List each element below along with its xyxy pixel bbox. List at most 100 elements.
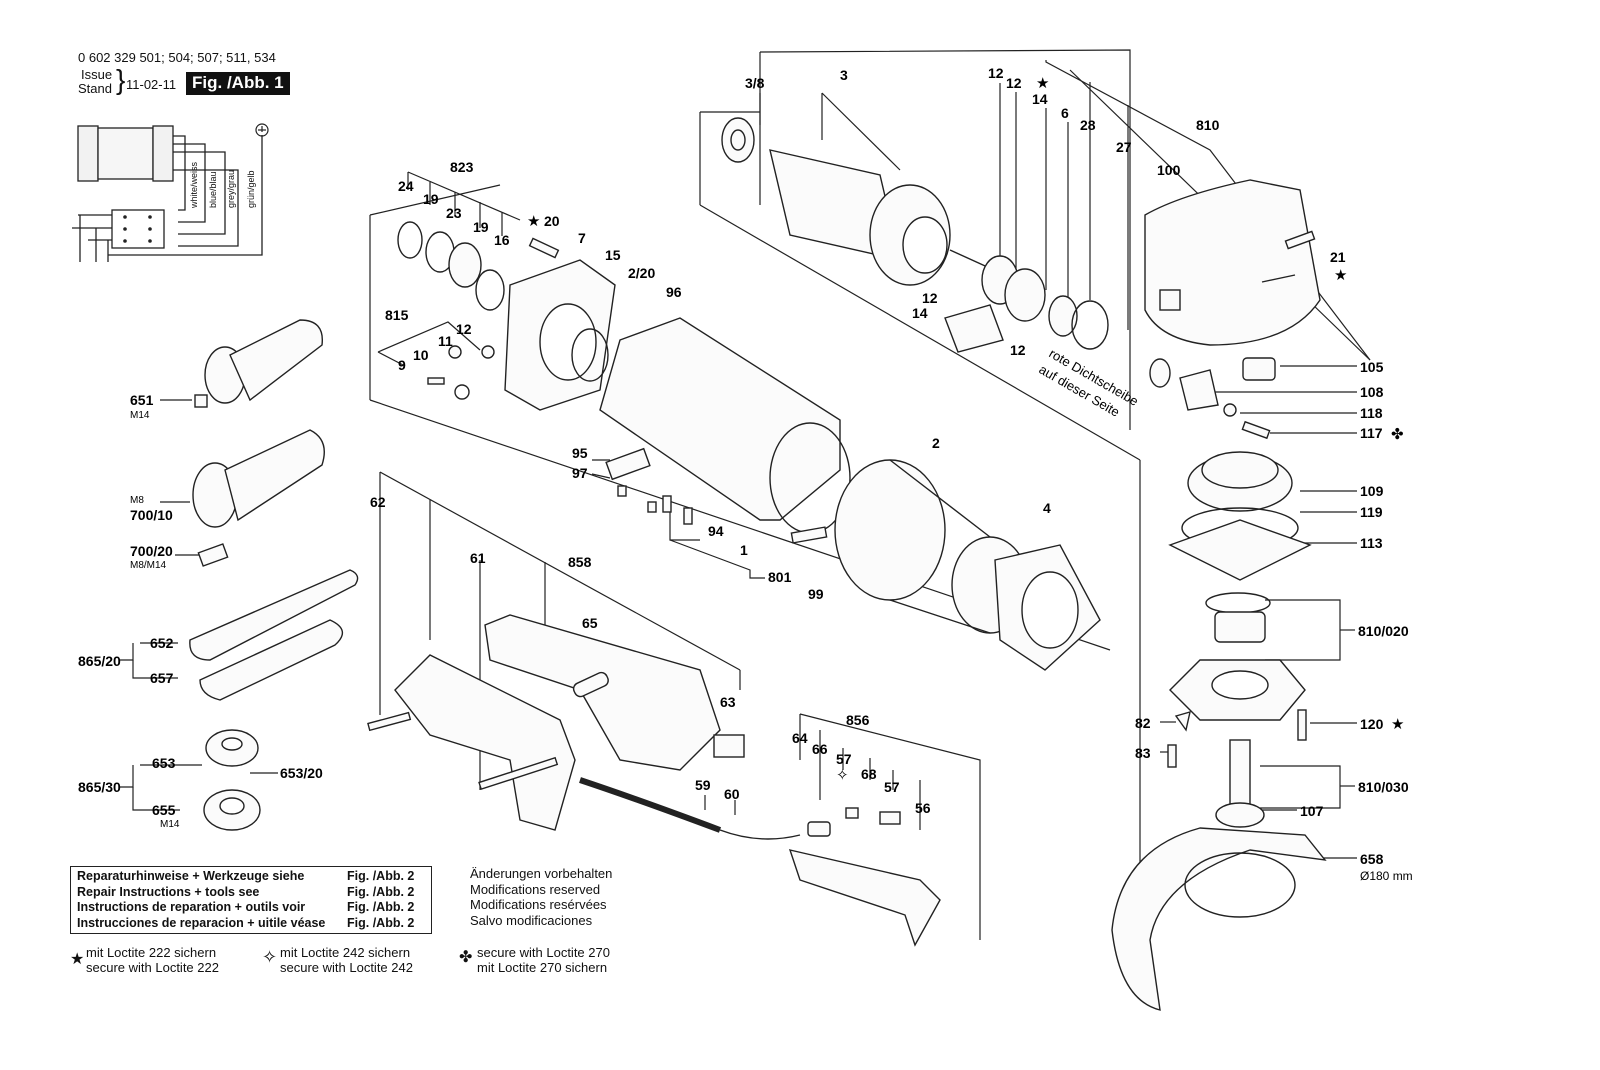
part-96: 96 <box>666 284 682 300</box>
part-1: 1 <box>740 542 748 558</box>
part-21: 21 <box>1330 249 1346 265</box>
part-57: 57 <box>836 751 852 767</box>
part-62: 62 <box>370 494 386 510</box>
wire-label-blue: blue/blau <box>208 171 218 208</box>
part-labels: 3/8 3 12 12 14 6 28 27 810 100 21 823 24… <box>78 65 1409 867</box>
part-113: 113 <box>1360 535 1383 551</box>
part-117: 117 <box>1360 425 1383 441</box>
leader-lines <box>120 49 1371 940</box>
part-12: 12 <box>988 65 1004 81</box>
part-16: 16 <box>494 232 510 248</box>
loctite-markers: ★ ★ ★ ★ ✤ ✧ <box>527 75 1404 784</box>
part-19: 19 <box>423 191 439 207</box>
part-19: 19 <box>473 219 489 235</box>
part-12: 12 <box>1010 342 1026 358</box>
part-11: 11 <box>438 333 453 349</box>
part-658: 658 <box>1360 851 1384 867</box>
part-118: 118 <box>1360 405 1383 421</box>
part-653: 653 <box>152 755 176 771</box>
part-10: 10 <box>413 347 429 363</box>
part-107: 107 <box>1300 803 1324 819</box>
star-icon: ★ <box>1036 75 1049 92</box>
part-14: 14 <box>912 305 928 321</box>
part-95: 95 <box>572 445 588 461</box>
part-3: 3 <box>840 67 848 83</box>
legend-line: mit Loctite 242 sichern <box>280 945 411 960</box>
part-4: 4 <box>1043 500 1051 516</box>
figure-label: Fig. /Abb. 1 <box>186 72 290 95</box>
legend-line: secure with Loctite 270 <box>477 945 610 960</box>
part-24: 24 <box>398 178 414 194</box>
stand-label: Stand <box>78 81 112 96</box>
part-100: 100 <box>1157 162 1181 178</box>
part-9: 9 <box>398 357 406 373</box>
legend-line: secure with Loctite 242 <box>280 960 413 975</box>
modifications-note: Änderungen vorbehalten Modifications res… <box>470 866 612 928</box>
star-outline-icon: ✧ <box>262 947 278 967</box>
repair-notes-box: Reparaturhinweise + Werkzeuge siehe Repa… <box>70 866 432 934</box>
part-64: 64 <box>792 730 808 746</box>
issue-date: 11-02-11 <box>126 77 177 92</box>
part-653-20: 653/20 <box>280 765 323 781</box>
part-28: 28 <box>1080 117 1096 133</box>
part-82: 82 <box>1135 715 1151 731</box>
part-2: 2 <box>932 435 940 451</box>
part-801: 801 <box>768 569 792 585</box>
part-65: 65 <box>582 615 598 631</box>
part-120: 120 <box>1360 716 1384 732</box>
part-105: 105 <box>1360 359 1384 375</box>
thread-label-m14: M14 <box>130 410 150 421</box>
part-823: 823 <box>450 159 474 175</box>
clover-icon: ✤ <box>459 949 473 966</box>
repair-note-ref: Fig. /Abb. 2 <box>347 915 415 930</box>
part-60: 60 <box>724 786 740 802</box>
brace: } <box>116 64 126 95</box>
wire-label-grey: grey/grau <box>226 170 236 208</box>
part-109: 109 <box>1360 483 1384 499</box>
part-27: 27 <box>1116 139 1132 155</box>
part-20: 20 <box>544 213 560 229</box>
part-119: 119 <box>1360 504 1383 520</box>
part-99: 99 <box>808 586 824 602</box>
part-57: 57 <box>884 779 900 795</box>
legend-line: mit Loctite 270 sichern <box>477 960 608 975</box>
part-97: 97 <box>572 465 588 481</box>
part-numbers: 0 602 329 501; 504; 507; 511, 534 <box>78 50 276 65</box>
wire-label-white: white/weiss <box>189 161 199 209</box>
part-59: 59 <box>695 777 711 793</box>
repair-note: Repair Instructions + tools see <box>77 884 260 899</box>
part-68: 68 <box>861 766 877 782</box>
part-652: 652 <box>150 635 174 651</box>
legend-line: mit Loctite 222 sichern <box>86 945 217 960</box>
repair-note: Instructions de reparation + outils voir <box>77 900 306 914</box>
repair-note-ref: Fig. /Abb. 2 <box>347 884 415 899</box>
part-810-020: 810/020 <box>1358 623 1409 639</box>
modifications-line: Modifications resérvées <box>470 897 607 912</box>
part-63: 63 <box>720 694 736 710</box>
legend-line: secure with Loctite 222 <box>86 960 219 975</box>
part-700-10: 700/10 <box>130 507 173 523</box>
thread-labels: M14 M8 M8/M14 M14 Ø180 mm <box>130 410 1413 883</box>
part-12: 12 <box>1006 75 1022 91</box>
part-865-20: 865/20 <box>78 653 121 669</box>
repair-note: Instrucciones de reparacion + uitile véa… <box>77 915 326 930</box>
part-2-20: 2/20 <box>628 265 655 281</box>
part-815: 815 <box>385 307 409 323</box>
part-810: 810 <box>1196 117 1220 133</box>
part-83: 83 <box>1135 745 1151 761</box>
part-657: 657 <box>150 670 174 686</box>
clover-icon: ✤ <box>1391 426 1404 443</box>
part-6: 6 <box>1061 105 1069 121</box>
issue-label: Issue <box>81 67 113 82</box>
part-14: 14 <box>1032 91 1048 107</box>
wiring-diagram <box>72 123 269 262</box>
diameter-label: Ø180 mm <box>1360 869 1413 883</box>
part-865-30: 865/30 <box>78 779 121 795</box>
modifications-line: Modifications reserved <box>470 881 601 897</box>
part-56: 56 <box>915 800 931 816</box>
part-shapes <box>189 117 1327 1011</box>
part-3-8: 3/8 <box>745 75 765 91</box>
repair-note-ref: Fig. /Abb. 2 <box>347 869 415 883</box>
thread-label-m8: M8 <box>130 495 144 506</box>
